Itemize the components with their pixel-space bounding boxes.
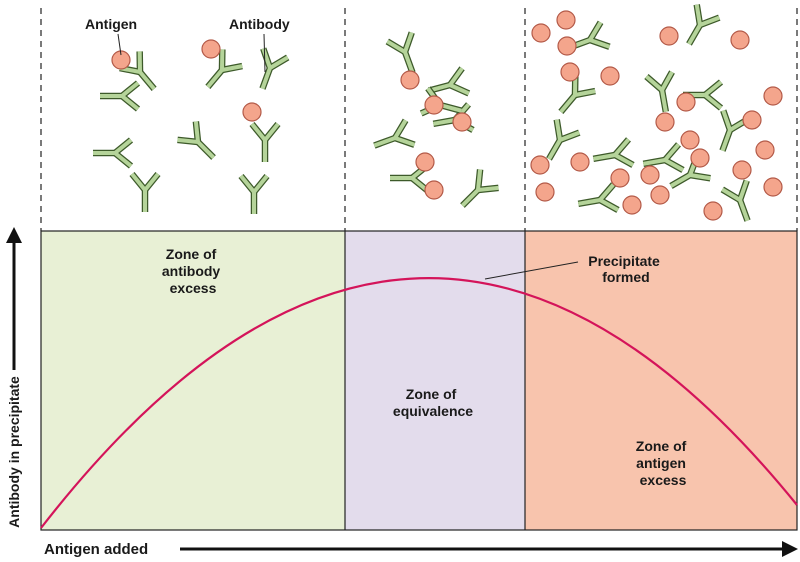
antibody-icon (558, 74, 596, 114)
zone-antigen-excess-label: Zone of antigen excess (636, 438, 690, 488)
antibody-icon (249, 121, 281, 162)
zone-equivalence-label: Zone of equivalence (393, 386, 473, 419)
antigen-icon (763, 177, 783, 197)
antibody-icon (719, 109, 750, 152)
antigen-icon (690, 148, 710, 168)
antigen-icon (570, 152, 590, 172)
antigen-icon (622, 195, 642, 215)
antigen-icon (732, 160, 752, 180)
antibody-excess-molecules (93, 39, 290, 214)
antigen-icon (424, 180, 444, 200)
antigen-label: Antigen (85, 16, 137, 32)
antibody-icon (373, 118, 416, 149)
antibody-icon (385, 31, 416, 74)
antibody-icon (592, 137, 635, 168)
antibody-icon (129, 171, 161, 212)
zone-antibody-excess-label: Zone of antibody excess (162, 246, 224, 296)
antibody-label: Antibody (229, 16, 290, 32)
antigen-icon (703, 201, 723, 221)
antibody-icon (177, 121, 216, 160)
antibody-icon (100, 80, 141, 112)
antibody-icon (546, 119, 581, 161)
precipitate-curve (40, 277, 798, 529)
antigen-icon (650, 185, 670, 205)
x-axis-arrow (180, 541, 798, 557)
antigen-icon (640, 165, 660, 185)
antigen-icon (556, 10, 576, 30)
antigen-icon (680, 130, 700, 150)
antigen-icon (600, 66, 620, 86)
antibody-icon (577, 182, 620, 213)
antigen-icon (655, 112, 675, 132)
top-panel-dividers (40, 8, 798, 231)
antigen-icon (676, 92, 696, 112)
antibody-label-leader (263, 33, 266, 73)
antigen-icon (557, 36, 577, 56)
antigen-icon (535, 182, 555, 202)
y-axis-arrow (6, 227, 22, 370)
antigen-icon (659, 26, 679, 46)
antibody-icon (720, 179, 751, 222)
y-axis-label: Antibody in precipitate (6, 376, 22, 528)
antigen-icon (610, 168, 630, 188)
antibody-icon (683, 79, 724, 111)
antibody-icon (93, 137, 134, 169)
antigen-icon (531, 23, 551, 43)
antigen-icon (763, 86, 783, 106)
antigen-icon (415, 152, 435, 172)
equivalence-lattice-molecules (373, 31, 499, 208)
antibody-icon (460, 169, 499, 208)
antigen-icon (201, 39, 221, 59)
antigen-icon (400, 70, 420, 90)
antigen-excess-molecules (530, 4, 783, 222)
zone-equivalence-area (345, 231, 525, 530)
antigen-icon (242, 102, 262, 122)
antibody-icon (259, 47, 290, 90)
antibody-icon (644, 70, 675, 113)
precipitate-leader-line (484, 261, 579, 280)
antigen-icon (452, 112, 472, 132)
antigen-icon (530, 155, 550, 175)
antibody-icon (642, 142, 685, 173)
antigen-icon (424, 95, 444, 115)
antigen-icon (560, 62, 580, 82)
antigen-icon (755, 140, 775, 160)
antigen-icon (742, 110, 762, 130)
antigen-label-leader (117, 33, 122, 56)
zone-antigen-excess-area (525, 231, 797, 530)
precipitate-formed-label: Precipitate formed (588, 253, 663, 285)
antibody-icon (686, 4, 721, 46)
zone-antibody-excess-area (41, 231, 345, 530)
antigen-icon (730, 30, 750, 50)
antibody-icon (238, 173, 270, 214)
antigen-icon (111, 50, 131, 70)
zone-borders (40, 230, 798, 531)
x-axis-label: Antigen added (44, 541, 148, 558)
antibody-icon (205, 49, 243, 89)
